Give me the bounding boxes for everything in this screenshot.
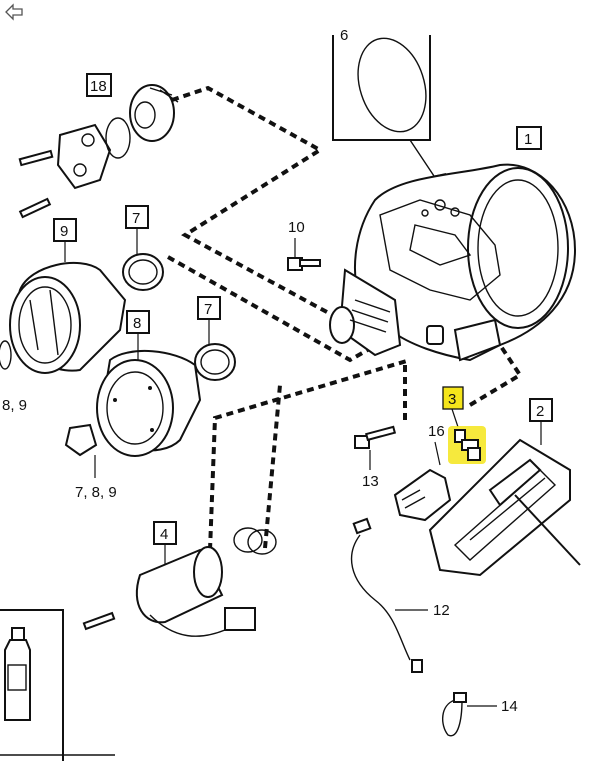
callout-8: 8 bbox=[133, 315, 141, 332]
callout-2: 2 bbox=[536, 403, 544, 420]
callout-7b: 7 bbox=[204, 301, 212, 318]
callout-18: 18 bbox=[90, 78, 107, 95]
label-8-9: 8, 9 bbox=[2, 397, 27, 414]
callout-box-3-highlight bbox=[442, 386, 464, 410]
seal-part-16 bbox=[393, 468, 452, 522]
clip-part-14 bbox=[442, 692, 467, 737]
label-10: 10 bbox=[288, 219, 305, 236]
callout-3: 3 bbox=[448, 391, 456, 408]
flange-part-18 bbox=[18, 84, 179, 219]
actuator-part-4 bbox=[82, 527, 277, 637]
housing-part-8 bbox=[64, 349, 202, 457]
housing-part-9 bbox=[0, 262, 127, 374]
main-housing-part-1 bbox=[329, 163, 577, 362]
bolt-part-13 bbox=[354, 425, 397, 449]
inset-frame-part-6 bbox=[332, 35, 446, 190]
module-part-2 bbox=[428, 438, 581, 577]
sensor-part-3 bbox=[448, 426, 486, 464]
bolt-part-10 bbox=[287, 257, 321, 271]
label-14: 14 bbox=[501, 698, 518, 715]
oil-bottle-inset bbox=[0, 609, 115, 761]
label-7-8-9: 7, 8, 9 bbox=[75, 484, 117, 501]
callout-box-18 bbox=[86, 73, 112, 97]
callout-6: 6 bbox=[340, 27, 348, 44]
callout-box-1 bbox=[516, 126, 542, 150]
o-ring-part-7-lower bbox=[194, 343, 236, 381]
label-16: 16 bbox=[428, 423, 445, 440]
back-arrow-icon[interactable] bbox=[5, 3, 23, 21]
callout-7a: 7 bbox=[132, 210, 140, 227]
o-ring-part-7-upper bbox=[122, 253, 164, 291]
callout-4: 4 bbox=[160, 526, 168, 543]
label-13: 13 bbox=[362, 473, 379, 490]
label-12: 12 bbox=[433, 602, 450, 619]
callout-9: 9 bbox=[60, 223, 68, 240]
wire-harness-part-12 bbox=[350, 517, 423, 673]
callout-1: 1 bbox=[524, 131, 532, 148]
